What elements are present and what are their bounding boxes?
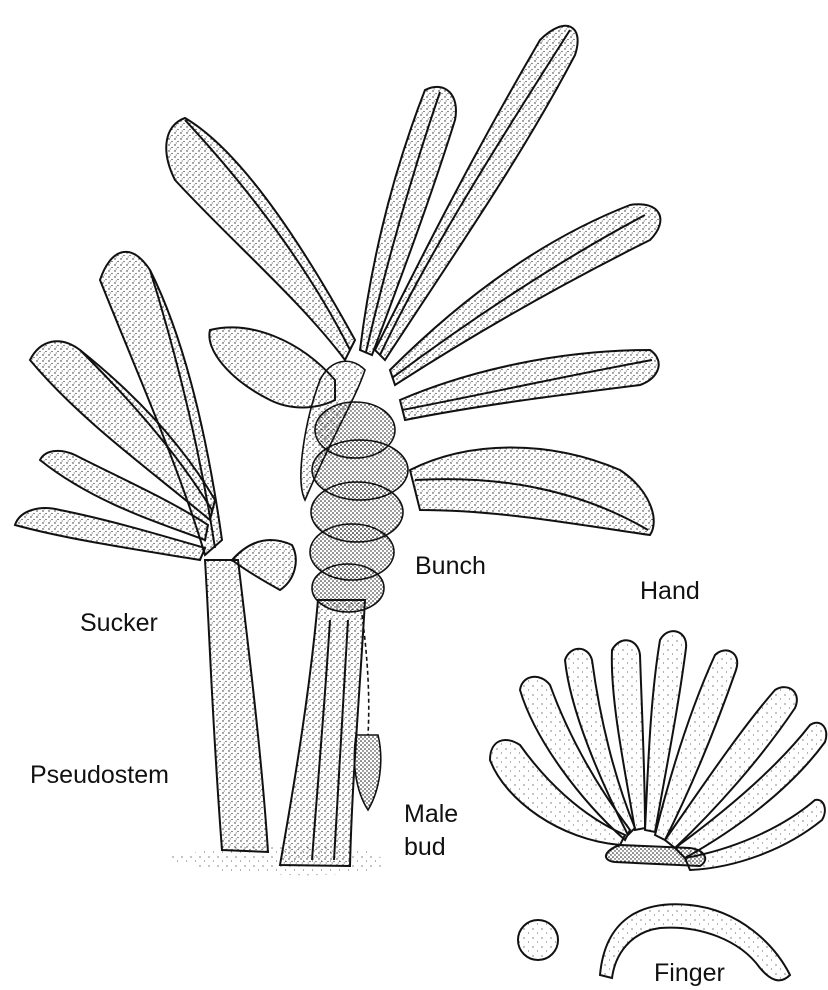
bunch-drawing bbox=[301, 361, 408, 612]
label-male-bud: Male bud bbox=[404, 798, 458, 864]
label-pseudostem: Pseudostem bbox=[30, 760, 169, 790]
main-pseudostem bbox=[280, 600, 365, 866]
label-bunch: Bunch bbox=[415, 551, 486, 581]
label-male-bud-line1: Male bbox=[404, 798, 458, 831]
label-sucker: Sucker bbox=[80, 608, 158, 638]
hand-drawing bbox=[490, 631, 826, 870]
label-finger: Finger bbox=[654, 958, 725, 988]
main-plant-leaves bbox=[166, 26, 660, 535]
label-male-bud-line2: bud bbox=[404, 831, 458, 864]
label-hand: Hand bbox=[640, 576, 700, 606]
